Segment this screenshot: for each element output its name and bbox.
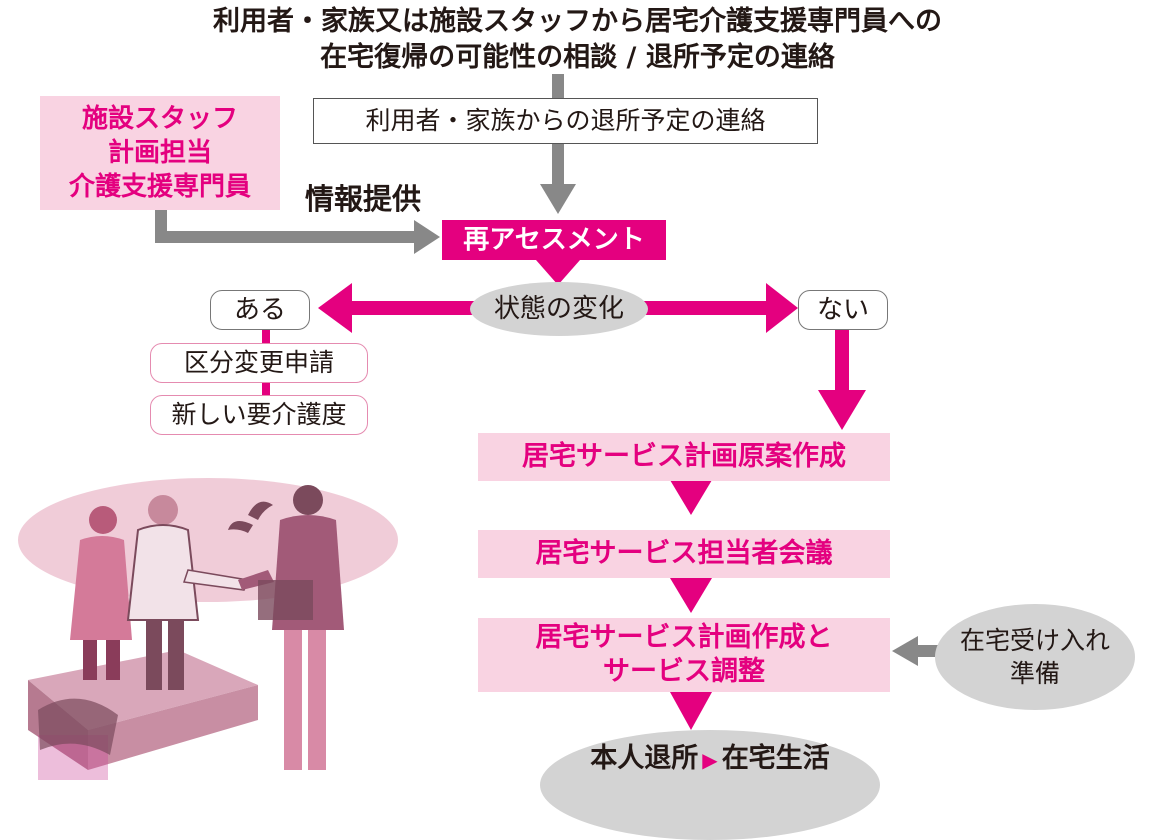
contact-box: 利用者・家族からの退所予定の連絡 bbox=[313, 98, 818, 144]
home-prep-oval: 在宅受け入れ 準備 bbox=[935, 604, 1135, 710]
magenta-arrow-nai-to-draft bbox=[818, 329, 866, 430]
gray-arrow-title-to-contact bbox=[552, 74, 564, 102]
gray-arrow-staff-to-reassessment bbox=[155, 208, 440, 254]
staff-box-line3: 介護支援専門員 bbox=[68, 172, 251, 202]
meeting-handshake-illustration bbox=[18, 478, 398, 780]
yes-pill: ある bbox=[210, 290, 310, 330]
connector-aru-to-category bbox=[262, 329, 270, 343]
info-provision-label: 情報提供 bbox=[305, 182, 422, 216]
discharge-right-label: 在宅生活 bbox=[721, 743, 830, 774]
triangle-right-icon: ▶ bbox=[702, 748, 718, 772]
diagram-title-line2: 在宅復帰の可能性の相談 / 退所予定の連絡 bbox=[320, 42, 835, 73]
magenta-arrow-meeting-to-plan bbox=[670, 578, 712, 613]
discharge-oval: 本人退所▶在宅生活 bbox=[540, 730, 880, 840]
home-prep-line1: 在宅受け入れ bbox=[959, 626, 1110, 655]
staff-box-line2: 計画担当 bbox=[107, 138, 212, 168]
connector-category-to-newlevel bbox=[262, 381, 270, 397]
new-care-level-pill: 新しい要介護度 bbox=[150, 395, 368, 435]
magenta-arrow-draft-to-meeting bbox=[670, 480, 712, 515]
step-service-meeting: 居宅サービス担当者会議 bbox=[478, 530, 890, 578]
diagram-title-line1: 利用者・家族又は施設スタッフから居宅介護支援専門員への bbox=[213, 6, 942, 37]
step-draft-plan: 居宅サービス計画原案作成 bbox=[478, 433, 890, 481]
discharge-left-label: 本人退所 bbox=[590, 743, 699, 774]
home-prep-line2: 準備 bbox=[1009, 659, 1060, 688]
magenta-arrow-reassessment-to-state bbox=[536, 260, 580, 285]
staff-box: 施設スタッフ 計画担当 介護支援専門員 bbox=[40, 96, 280, 210]
discharge-text: 本人退所▶在宅生活 bbox=[540, 742, 880, 777]
step-plan-and-adjustment: 居宅サービス計画作成と サービス調整 bbox=[478, 618, 890, 692]
magenta-arrow-right bbox=[644, 283, 798, 333]
gray-arrow-contact-to-reassessment bbox=[540, 144, 576, 214]
staff-box-line1: 施設スタッフ bbox=[81, 104, 238, 134]
step-plan-line2: サービス調整 bbox=[603, 656, 765, 687]
magenta-arrow-plan-to-discharge bbox=[670, 692, 712, 730]
no-pill: ない bbox=[798, 290, 888, 330]
reassessment-box: 再アセスメント bbox=[442, 220, 666, 260]
step-plan-line1: 居宅サービス計画作成と bbox=[535, 622, 833, 653]
magenta-arrow-left bbox=[318, 283, 475, 333]
category-change-pill: 区分変更申請 bbox=[150, 343, 368, 383]
state-change-oval: 状態の変化 bbox=[470, 282, 648, 336]
